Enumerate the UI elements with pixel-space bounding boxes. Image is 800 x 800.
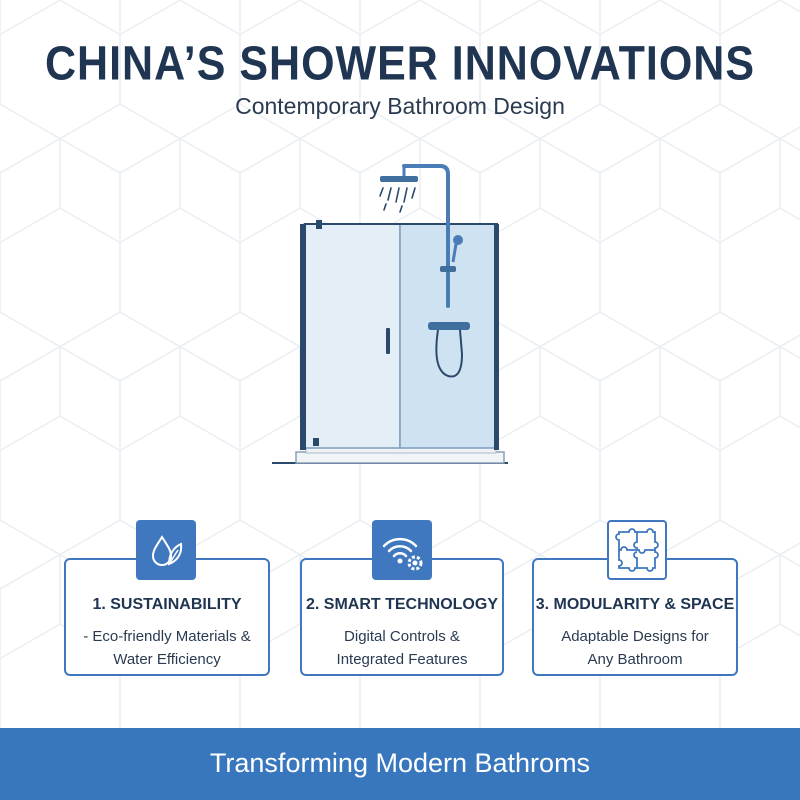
- feature-title: 1. SUSTAINABILITY: [92, 596, 242, 613]
- page-subtitle: Contemporary Bathroom Design: [235, 93, 565, 119]
- footer-banner: Transforming Modern Bathroms: [0, 728, 800, 800]
- shower-enclosure-icon: [272, 164, 508, 464]
- feature-card-sustainability: 1. SUSTAINABILITY - Eco-friendly Materia…: [64, 558, 270, 676]
- feature-description: Adaptable Designs for Any Bathroom: [561, 628, 709, 668]
- feature-title: 3. MODULARITY & SPACE: [535, 596, 735, 613]
- feature-title: 2. SMART TECHNOLOGY: [305, 596, 498, 613]
- puzzle-pieces-icon: [607, 520, 667, 580]
- wifi-gear-icon: [372, 520, 432, 580]
- footer-tagline: Transforming Modern Bathroms: [209, 748, 591, 778]
- feature-description: Digital Controls & Integrated Features: [336, 628, 468, 668]
- page-title: CHINA’S SHOWER INNOVATIONS: [44, 37, 756, 91]
- feature-description: - Eco-friendly Materials & Water Efficie…: [83, 628, 251, 668]
- water-drop-leaf-icon: [136, 520, 196, 580]
